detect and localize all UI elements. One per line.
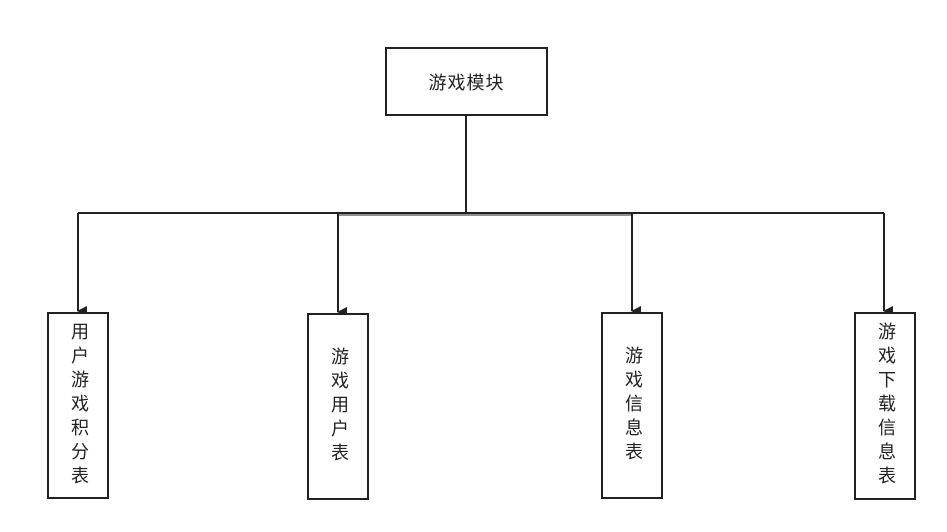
- child-node-3: 游戏信息表: [601, 312, 663, 499]
- child-node-label: 游戏信息表: [622, 345, 643, 466]
- child-node-label: 游戏下载信息表: [875, 322, 896, 490]
- root-node-label: 游戏模块: [428, 72, 505, 94]
- child-node-2: 游戏用户表: [307, 313, 369, 500]
- child-node-label: 游戏用户表: [328, 346, 349, 467]
- child-node-4: 游戏下载信息表: [854, 312, 916, 500]
- child-node-label: 用户游戏积分表: [68, 321, 89, 490]
- child-node-1: 用户游戏积分表: [47, 312, 109, 499]
- root-node: 游戏模块: [385, 47, 548, 116]
